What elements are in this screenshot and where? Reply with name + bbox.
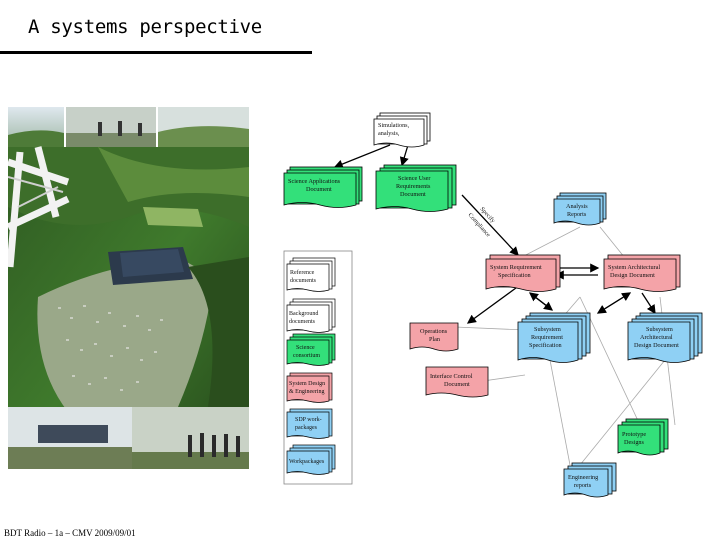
svg-text:Prototype: Prototype [622, 431, 646, 438]
legend-science-consortium: Science consortium [286, 333, 336, 366]
svg-text:Document: Document [444, 381, 470, 388]
doc-interface-control: Interface Control Document [425, 366, 489, 398]
doc-analysis-reports: Analysis Reports [553, 192, 607, 226]
svg-text:Subsystem: Subsystem [534, 326, 561, 333]
svg-text:documents: documents [289, 319, 316, 325]
systems-document-diagram: Specify Compliance Simulations, analysis… [280, 105, 710, 500]
svg-text:Science Applications: Science Applications [288, 178, 341, 185]
legend-workpackages: Workpackages [286, 444, 336, 475]
svg-text:Reference: Reference [290, 269, 315, 276]
doc-operations-plan: Operations Plan [409, 322, 459, 352]
svg-text:Designs: Designs [624, 439, 645, 446]
telescope-site-photo-collage [8, 107, 249, 469]
svg-text:Simulations,: Simulations, [378, 122, 410, 129]
svg-text:Design Document: Design Document [610, 272, 655, 279]
svg-text:analysis,: analysis, [378, 130, 400, 137]
svg-text:Operations: Operations [420, 328, 448, 335]
svg-text:& Engineering: & Engineering [289, 389, 325, 395]
svg-text:Specification: Specification [498, 272, 531, 279]
svg-text:Engineering: Engineering [568, 474, 598, 481]
title-underline [0, 51, 312, 54]
svg-text:Reports: Reports [567, 211, 587, 218]
svg-text:Specification: Specification [529, 342, 562, 349]
svg-text:Document: Document [400, 191, 426, 198]
svg-text:Science User: Science User [398, 175, 430, 182]
slide-title: A systems perspective [28, 16, 262, 38]
legend-reference-documents: Reference documents [286, 257, 336, 292]
svg-text:reports: reports [574, 482, 592, 489]
legend-background-documents: Background documents [286, 298, 336, 333]
flow-arrows [333, 144, 656, 324]
doc-subsystem-architectural-design: Subsystem Architectural Design Document [627, 312, 703, 363]
doc-system-architectural-design: System Architectural Design Document [603, 254, 681, 292]
svg-text:Analysis: Analysis [566, 203, 588, 210]
svg-text:Interface Control: Interface Control [430, 373, 473, 380]
legend-sdp-work-packages: SDP work- packages [286, 408, 333, 439]
svg-text:documents: documents [290, 278, 317, 284]
svg-text:Document: Document [306, 186, 332, 193]
doc-prototype-designs: Prototype Designs [617, 418, 669, 456]
svg-text:System Design: System Design [289, 381, 325, 387]
doc-science-user-requirements: Science User Requirements Document [375, 164, 457, 212]
svg-text:Architectural: Architectural [640, 334, 673, 341]
svg-text:Plan: Plan [429, 336, 440, 343]
doc-simulations: Simulations, analysis, [373, 112, 431, 148]
svg-text:Requirements: Requirements [396, 183, 431, 190]
svg-text:Background: Background [289, 311, 318, 317]
svg-text:consortium: consortium [293, 353, 320, 359]
legend: Reference documents Background documents… [283, 250, 353, 485]
svg-text:System Architectural: System Architectural [608, 264, 660, 271]
svg-text:Workpackages: Workpackages [289, 459, 325, 465]
svg-text:Design Document: Design Document [634, 342, 679, 349]
svg-text:Subsystem: Subsystem [646, 326, 673, 333]
doc-engineering-reports: Engineering reports [563, 462, 617, 498]
svg-text:packages: packages [295, 425, 318, 431]
svg-text:Science: Science [296, 345, 315, 351]
svg-text:Requirement: Requirement [531, 334, 563, 341]
svg-text:System Requirement: System Requirement [490, 264, 542, 271]
doc-subsystem-requirement-spec: Subsystem Requirement Specification [517, 312, 591, 363]
legend-system-design-engineering: System Design & Engineering [286, 372, 333, 403]
doc-system-requirement-spec: System Requirement Specification [485, 254, 561, 292]
slide-footer: BDT Radio – 1a – CMV 2009/09/01 [4, 528, 136, 538]
doc-science-applications: Science Applications Document [283, 166, 363, 208]
svg-text:SDP work-: SDP work- [295, 417, 322, 423]
